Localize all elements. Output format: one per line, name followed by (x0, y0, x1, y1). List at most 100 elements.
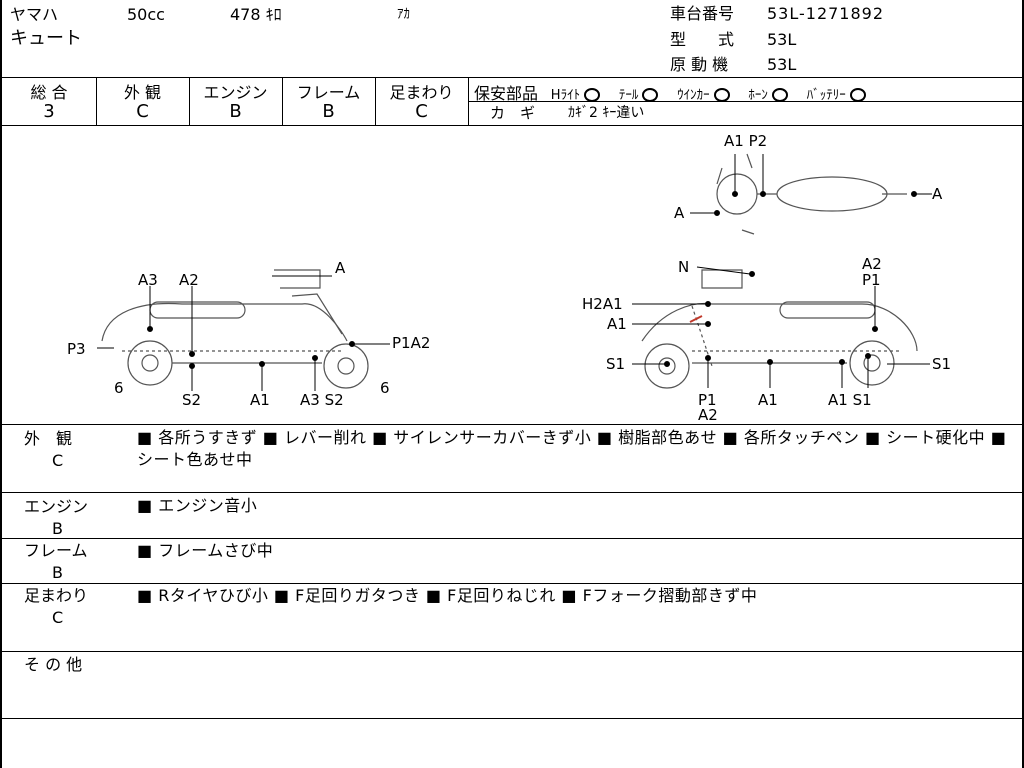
key-value: ｶｷﾞ2 ｷｰ違い (568, 105, 645, 121)
section-name: そ の 他 (24, 655, 83, 674)
damage-mark (689, 315, 703, 323)
grade-exterior-label: 外 観 (123, 83, 162, 102)
type-value: 53L (767, 30, 797, 49)
safety-item: Hﾗｲﾄ (550, 88, 581, 103)
diagram-label: 6 (380, 379, 390, 397)
diagram-label: A3 S2 (300, 391, 344, 409)
diagram-label: A (335, 259, 346, 277)
diagram-label: A3 (138, 271, 158, 289)
section-frame-text: ■ フレームさび中 (137, 541, 274, 560)
right-scooter-front-wheel (644, 343, 690, 389)
safety-item: ﾎｰﾝ (748, 88, 768, 103)
safety-label: 保安部品 (474, 84, 539, 103)
grade-frame-label: フレーム (296, 83, 361, 102)
divider (469, 101, 1022, 102)
diagram-label: P1 (698, 391, 717, 409)
grade-overall-label: 総 合 (30, 83, 68, 102)
divider (468, 77, 469, 125)
frame-no-label: 車台番号 (670, 4, 735, 23)
section-exterior: 外 観 C (24, 428, 104, 472)
diagram-label: S2 (182, 391, 201, 409)
section-name: フレーム (24, 541, 88, 560)
diagram-label: P1A2 (392, 334, 430, 352)
diagram-label: S1 (606, 355, 625, 373)
left-scooter-front-wheel (323, 343, 369, 389)
divider (282, 77, 283, 125)
type-label: 型 式 (670, 30, 735, 49)
damage-diagram: A3 A2 A P3 6 S2 A1 A3 S2 P1A2 6 N A2 P1 … (67, 132, 951, 424)
section-grade: C (52, 608, 64, 627)
divider (2, 424, 1022, 425)
color: ｱｶ (397, 7, 410, 22)
section-other: そ の 他 (24, 654, 104, 676)
divider (2, 583, 1022, 584)
section-grade: B (52, 519, 63, 538)
diagram-label: A2 (698, 406, 718, 424)
safety-item: ｳｲﾝｶｰ (677, 88, 710, 103)
engine-value: 53L (767, 55, 797, 74)
section-engine: エンジン B (24, 496, 104, 540)
left-scooter-rear-wheel (127, 340, 173, 386)
grade-engine: B (229, 101, 242, 122)
frame-no: 53L-1271892 (767, 4, 885, 23)
diagram-label: N (678, 258, 689, 276)
diagram-label: A1 (758, 391, 778, 409)
divider (2, 651, 1022, 652)
left-scooter-handlebar (274, 269, 321, 289)
displacement: 50cc (127, 5, 165, 24)
section-engine-text: ■ エンジン音小 (137, 496, 258, 515)
diagram-label: A2 (862, 255, 882, 273)
diagram-label: A1 (250, 391, 270, 409)
section-frame: フレーム B (24, 540, 104, 584)
model-name: キュート (10, 28, 82, 49)
grade-engine-label: エンジン (203, 83, 268, 102)
engine-label: 原 動 機 (670, 55, 729, 74)
safety-item: ﾃｰﾙ (618, 88, 639, 103)
maker: ヤマハ (10, 5, 59, 24)
ok-circle-icon (771, 87, 788, 102)
section-suspension-text: ■ Rタイヤひび小 ■ F足回りガタつき ■ F足回りねじれ ■ Fフォーク摺動… (137, 586, 758, 605)
right-scooter-body (641, 302, 918, 352)
top-view-handlebar (716, 153, 755, 235)
diagram-label: P3 (67, 340, 86, 358)
section-suspension: 足まわり C (24, 585, 104, 629)
grade-exterior: C (136, 101, 149, 122)
section-name: エンジン (24, 497, 89, 516)
diagram-label: P1 (862, 271, 881, 289)
safety-item: ﾊﾞｯﾃﾘｰ (806, 88, 846, 103)
section-exterior-text: ■ 各所うすきず ■ レバー削れ ■ サイレンサーカバーきず小 ■ 樹脂部色あせ… (137, 428, 1007, 469)
ok-circle-icon (849, 87, 866, 102)
grade-frame: B (322, 101, 335, 122)
right-scooter-handlebar (701, 269, 743, 289)
diagram-label: A1 P2 (724, 132, 767, 150)
section-name: 外 観 (24, 429, 73, 448)
ok-circle-icon (584, 87, 601, 102)
diagram-label: 6 (114, 379, 124, 397)
divider (2, 77, 1022, 78)
diagram-label: H2A1 (582, 295, 623, 313)
diagram-label: S1 (932, 355, 951, 373)
left-scooter-body (101, 302, 348, 342)
section-grade: B (52, 563, 63, 582)
divider (2, 492, 1022, 493)
diagram-label: A (674, 204, 685, 222)
diagram-label: A1 S1 (828, 391, 872, 409)
key-label: カ ギ (490, 104, 536, 122)
right-scooter-rear-wheel (849, 340, 895, 386)
divider (2, 718, 1022, 719)
divider (96, 77, 97, 125)
mileage: 478 ｷﾛ (230, 5, 282, 24)
divider (2, 538, 1022, 539)
diagram-label: A2 (179, 271, 199, 289)
grade-suspension-label: 足まわり (389, 83, 454, 102)
divider (2, 125, 1022, 126)
ok-circle-icon (713, 87, 730, 102)
diagram-label: A (932, 185, 943, 203)
grade-overall: 3 (43, 101, 55, 122)
safety-parts: 保安部品 Hﾗｲﾄ ﾃｰﾙ ｳｲﾝｶｰ ﾎｰﾝ ﾊﾞｯﾃﾘｰ (474, 80, 866, 104)
divider (189, 77, 190, 125)
top-view-seat (776, 176, 888, 212)
ok-circle-icon (642, 87, 659, 102)
grade-suspension: C (415, 101, 428, 122)
